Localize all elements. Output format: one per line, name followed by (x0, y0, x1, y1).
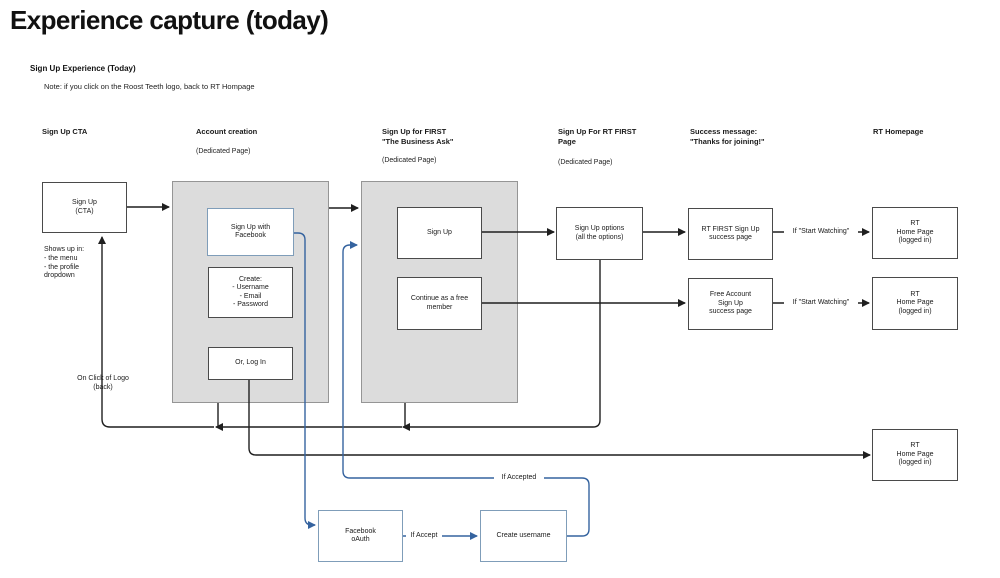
edge-label-start-watching-mid: If "Start Watching" (784, 298, 858, 307)
node-continue-free: Continue as a free member (397, 277, 482, 330)
edge-facebook-to-oauth (294, 232, 316, 529)
edge-back-to-cta (98, 236, 214, 428)
col-header-signup-cta: Sign Up CTA (42, 127, 88, 136)
node-or-login: Or, Log In (208, 347, 293, 380)
col-header-signup-first: Sign Up for FIRST "The Business Ask" (382, 127, 454, 146)
node-rt-home-top: RT Home Page (logged in) (872, 207, 958, 259)
edge-label-if-accepted: If Accepted (494, 473, 544, 482)
node-signup-cta: Sign Up (CTA) (42, 182, 127, 233)
col-header-success-message: Success message: "Thanks for joining!" (690, 127, 765, 146)
node-first-signup: Sign Up (397, 207, 482, 259)
node-rt-home-mid: RT Home Page (logged in) (872, 277, 958, 330)
col-header-account-creation: Account creation (196, 127, 258, 136)
edge-back-from-options (402, 260, 601, 431)
node-free-success: Free Account Sign Up success page (688, 278, 773, 330)
node-create-username: Create username (480, 510, 567, 562)
annotation-shows-up-in: Shows up in: - the menu - the profile dr… (44, 246, 85, 280)
page-title: Experience capture (today) (10, 5, 329, 35)
edge-username-to-first-page (342, 241, 590, 537)
diagram-note: Note: if you click on the Roost Teeth lo… (44, 82, 255, 91)
node-signup-facebook: Sign Up with Facebook (207, 208, 294, 256)
node-rt-home-bottom: RT Home Page (logged in) (872, 429, 958, 481)
edge-label-start-watching-top: If "Start Watching" (784, 227, 858, 236)
col-subheader-rt-first-page: (Dedicated Page) (558, 159, 613, 166)
col-header-rt-homepage: RT Homepage (873, 127, 924, 136)
edge-label-if-accept: If Accept (406, 531, 442, 540)
col-subheader-signup-first: (Dedicated Page) (382, 157, 437, 164)
col-subheader-account-creation: (Dedicated Page) (196, 148, 251, 155)
diagram-subtitle: Sign Up Experience (Today) (30, 64, 136, 73)
edge-login-to-home (248, 380, 871, 459)
node-create-credentials: Create: - Username - Email - Password (208, 267, 293, 318)
col-header-rt-first-page: Sign Up For RT FIRST Page (558, 127, 637, 146)
node-facebook-oauth: Facebook oAuth (318, 510, 403, 562)
node-signup-options: Sign Up options (all the options) (556, 207, 643, 260)
node-rt-first-success: RT FIRST Sign Up success page (688, 208, 773, 260)
annotation-on-click-logo: On Click of Logo (back) (77, 375, 129, 391)
